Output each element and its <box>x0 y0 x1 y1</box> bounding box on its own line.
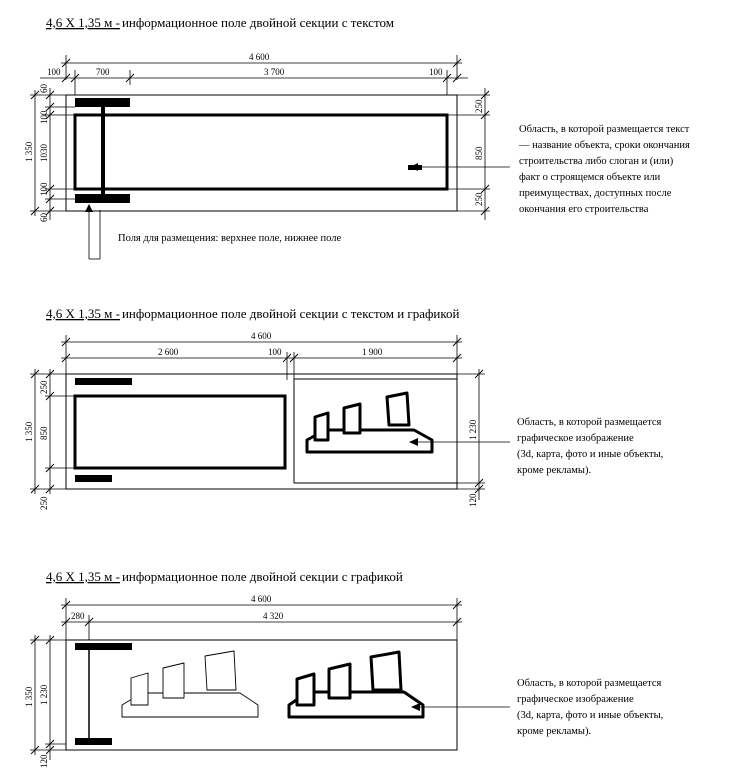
s2-top-field <box>75 378 132 385</box>
section-graphics-only: 4,6 X 1,35 м -информационное поле двойно… <box>24 569 663 768</box>
s1-dim-h60b: 60 <box>39 213 49 223</box>
s3-dim-280: 280 <box>71 611 85 621</box>
s1-dim-r250b: 250 <box>474 192 484 206</box>
s1-dim-r850: 850 <box>474 146 484 160</box>
s2-dim-h850: 850 <box>39 426 49 440</box>
s3-buildings-bold <box>287 650 425 719</box>
s3-buildings-outline <box>121 650 259 718</box>
s3-dim-h120: 120 <box>39 754 49 768</box>
svg-text:окончания его строительства: окончания его строительства <box>519 204 649 215</box>
svg-text:факт о строящемся объекте или: факт о строящемся объекте или <box>519 172 661 183</box>
s1-dim-h100a: 100 <box>39 110 49 124</box>
s1-dim-h60a: 60 <box>39 84 49 94</box>
section-text-only: 4,6 X 1,35 м -информационное поле двойно… <box>24 15 690 260</box>
s3-dim-4320: 4 320 <box>263 611 284 621</box>
svg-text:графическое изображение: графическое изображение <box>517 694 634 705</box>
s2-dim-h250b: 250 <box>39 496 49 510</box>
section-text-and-graphics: 4,6 X 1,35 м -информационное поле двойно… <box>24 306 663 510</box>
s2-dim-height-total: 1 350 <box>24 421 34 442</box>
svg-text:— название объекта, сроки окон: — название объекта, сроки окончания <box>518 140 690 151</box>
s2-graphic-area <box>293 378 458 484</box>
s1-dim-r250a: 250 <box>474 99 484 113</box>
s3-top-field <box>75 643 132 650</box>
svg-text:(3d, карта, фото и иные объект: (3d, карта, фото и иные объекты, <box>517 449 663 460</box>
s1-bottom-field <box>75 194 130 203</box>
s3-annotation: Область, в которой размещается графическ… <box>517 678 663 737</box>
svg-text:Область, в которой размещается: Область, в которой размещается <box>517 417 662 428</box>
svg-text:кроме рекламы).: кроме рекламы). <box>517 726 591 737</box>
s1-dim-height-total: 1 350 <box>24 141 34 162</box>
s1-divider <box>101 107 105 194</box>
s1-panel-outer <box>65 94 458 212</box>
s3-dim-height-total: 1 350 <box>24 686 34 707</box>
s2-dim-total: 4 600 <box>251 331 272 341</box>
section3-title: 4,6 X 1,35 м -информационное поле двойно… <box>46 569 403 584</box>
s2-dim-r120: 120 <box>468 493 478 507</box>
svg-text:строительства либо слоган и (и: строительства либо слоган и (или) <box>519 156 674 167</box>
s1-dim-700: 700 <box>96 67 110 77</box>
s3-panel-outer <box>65 639 458 751</box>
s2-dim-h250a: 250 <box>39 380 49 394</box>
s2-dim-r1230: 1 230 <box>468 419 478 440</box>
svg-text:Область, в которой размещается: Область, в которой размещается текст <box>519 124 690 135</box>
s1-annotation: Область, в которой размещается текст — н… <box>518 124 690 215</box>
s1-fields-label: Поля для размещения: верхнее поле, нижне… <box>118 233 342 244</box>
s2-dim-1900: 1 900 <box>362 347 383 357</box>
s2-bottom-field <box>75 475 112 482</box>
svg-text:Область, в которой размещается: Область, в которой размещается <box>517 678 662 689</box>
s2-buildings-graphic <box>305 391 434 454</box>
s1-dim-h100b: 100 <box>39 182 49 196</box>
s3-bottom-field <box>75 738 112 745</box>
s1-top-field <box>75 98 130 107</box>
section1-title: 4,6 X 1,35 м -информационное поле двойно… <box>46 15 394 30</box>
section2-title: 4,6 X 1,35 м -информационное поле двойно… <box>46 306 460 321</box>
s3-dim-h1230: 1 230 <box>39 684 49 705</box>
s1-text-area <box>73 113 449 191</box>
s1-dim-total: 4 600 <box>249 52 270 62</box>
s3-dim-total: 4 600 <box>251 594 272 604</box>
s2-dim-2600: 2 600 <box>158 347 179 357</box>
s1-dim-left-margin: 100 <box>47 67 61 77</box>
s2-dim-100: 100 <box>268 347 282 357</box>
s1-dim-h1030: 1030 <box>39 144 49 163</box>
svg-text:графическое изображение: графическое изображение <box>517 433 634 444</box>
svg-text:(3d, карта, фото и иные объект: (3d, карта, фото и иные объекты, <box>517 710 663 721</box>
svg-text:преимуществах, доступных после: преимуществах, доступных после <box>519 188 672 199</box>
s1-dim-3700: 3 700 <box>264 67 285 77</box>
svg-text:кроме рекламы).: кроме рекламы). <box>517 465 591 476</box>
s1-dim-right-margin: 100 <box>429 67 443 77</box>
s2-text-area <box>73 394 287 470</box>
s2-annotation: Область, в которой размещается графическ… <box>517 417 663 476</box>
